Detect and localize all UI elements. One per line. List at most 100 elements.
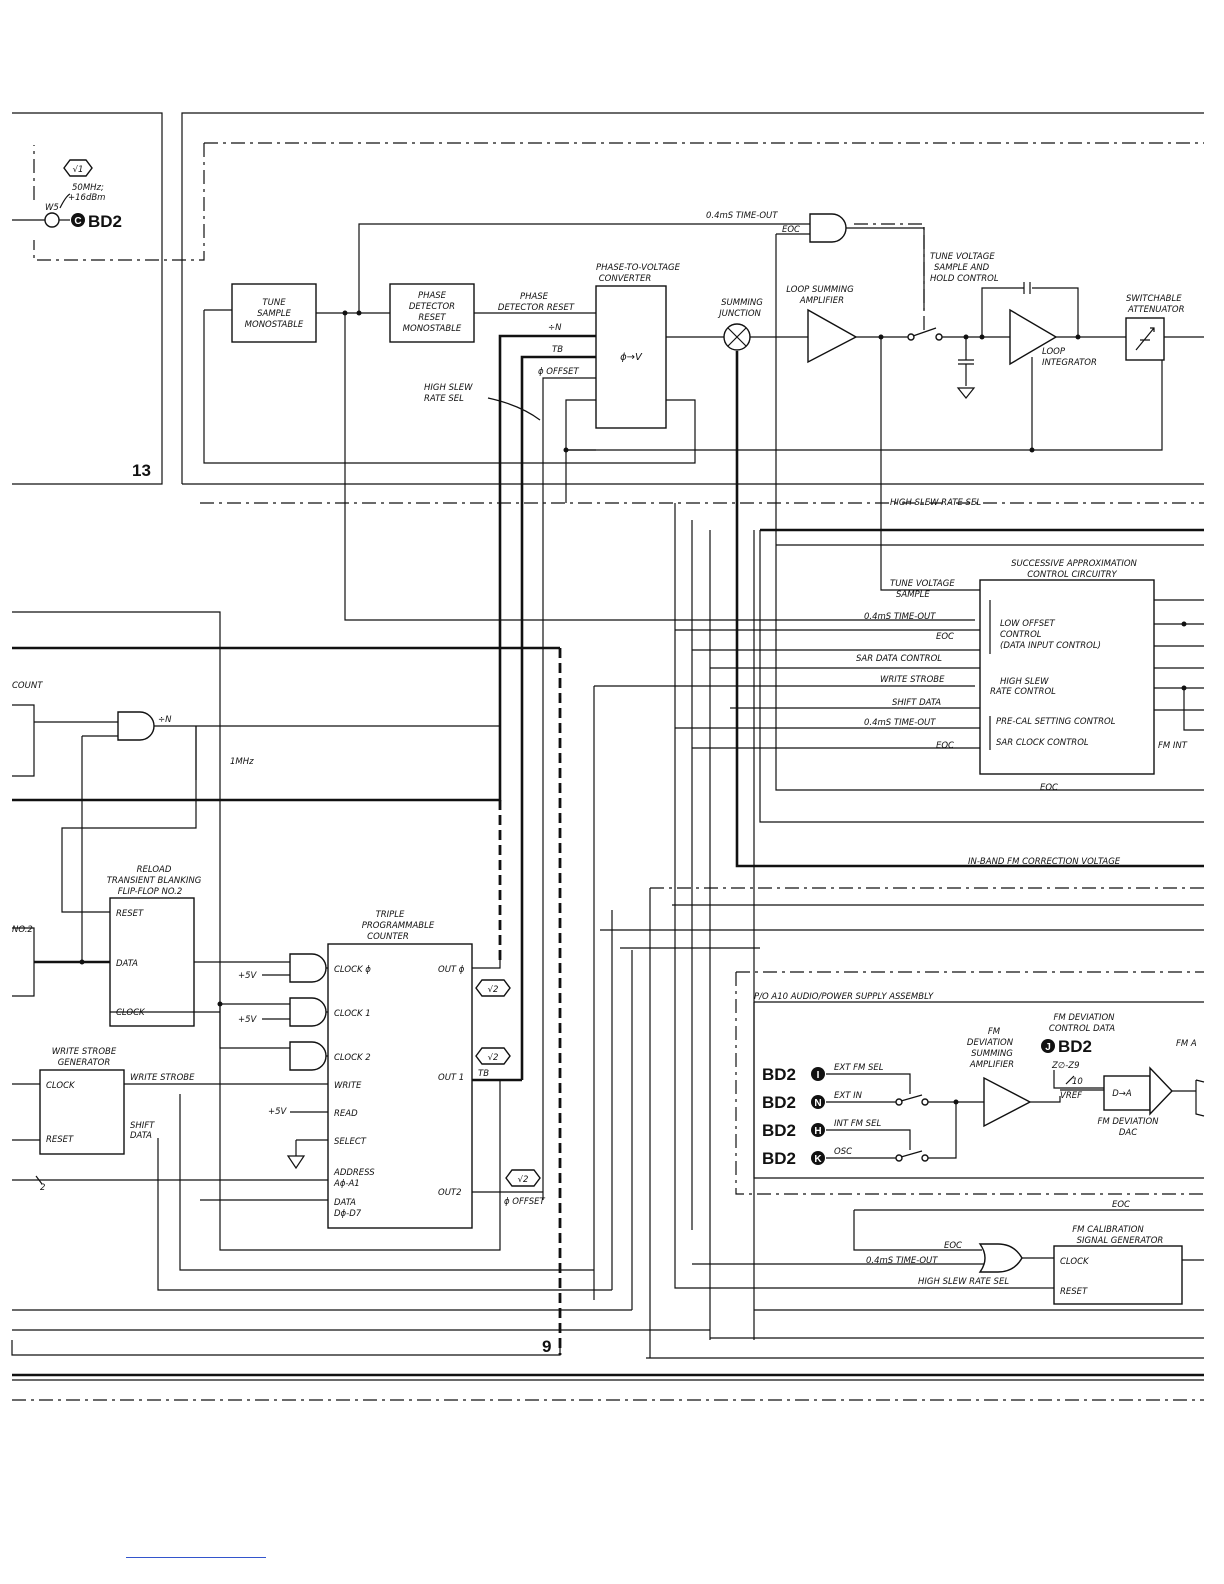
- svg-text:INTEGRATOR: INTEGRATOR: [1042, 358, 1097, 368]
- svg-text:SELECT: SELECT: [334, 1137, 367, 1147]
- svg-text:Dϕ-D7: Dϕ-D7: [334, 1209, 362, 1219]
- svg-text:RESET: RESET: [1060, 1287, 1088, 1297]
- fm-a-label: FM A: [1176, 1039, 1197, 1049]
- fm-calibration-signal-generator: [1053, 1245, 1183, 1305]
- bd2-n-group: BD2 N: [762, 1093, 825, 1112]
- bd2-h-group: BD2 H: [762, 1121, 825, 1140]
- fm-deviation-summing-amplifier: [983, 1076, 1032, 1128]
- svg-text:FM DEVIATION: FM DEVIATION: [1053, 1013, 1115, 1023]
- svg-text:HOLD CONTROL: HOLD CONTROL: [930, 274, 999, 284]
- svg-text:WRITE STROBE: WRITE STROBE: [52, 1047, 117, 1057]
- connector-bd2-c-group: C BD2 W5 50MHz; +16dBm √1: [12, 159, 122, 231]
- svg-text:ATTENUATOR: ATTENUATOR: [1127, 305, 1185, 315]
- osc-label: OSC: [834, 1147, 852, 1157]
- svg-text:FM DEVIATION: FM DEVIATION: [1097, 1117, 1159, 1127]
- svg-text:MONOSTABLE: MONOSTABLE: [403, 324, 462, 334]
- svg-text:FLIP-FLOP NO.2: FLIP-FLOP NO.2: [118, 887, 183, 897]
- svg-text:CONTROL: CONTROL: [1000, 630, 1042, 640]
- svg-text:I: I: [817, 1070, 820, 1081]
- bd2-k-group: BD2 K: [762, 1149, 825, 1168]
- ref-v2c-marker: [505, 1169, 541, 1187]
- tune-sample-monostable: [231, 283, 317, 343]
- phi-offset-out-label: ϕ OFFSET: [504, 1197, 546, 1207]
- svg-text:TUNE VOLTAGE: TUNE VOLTAGE: [890, 579, 955, 589]
- sheet-number-9: 9: [542, 1337, 551, 1356]
- svg-text:DAC: DAC: [1119, 1128, 1137, 1138]
- svg-text:CONVERTER: CONVERTER: [599, 274, 652, 284]
- svg-text:AMPLIFIER: AMPLIFIER: [799, 296, 844, 306]
- tb-input-label: TB: [552, 345, 563, 355]
- eoc-sar-1: EOC: [936, 632, 954, 642]
- timeout-and-gate: [809, 213, 847, 243]
- plus5v-1: +5V: [238, 971, 258, 981]
- svg-text:(DATA INPUT CONTROL): (DATA INPUT CONTROL): [1000, 641, 1101, 651]
- svg-text:BD2: BD2: [762, 1065, 796, 1084]
- ref-v2b-marker: [475, 1047, 511, 1065]
- svg-text:COUNTER: COUNTER: [367, 932, 409, 942]
- div-n-input-label: ÷N: [548, 323, 562, 333]
- svg-text:RESET: RESET: [418, 313, 446, 323]
- svg-text:PHASE-TO-VOLTAGE: PHASE-TO-VOLTAGE: [596, 263, 681, 273]
- svg-text:AMPLIFIER: AMPLIFIER: [969, 1060, 1014, 1070]
- high-slew-rate-sel-low: HIGH SLEW RATE SEL: [918, 1277, 1009, 1287]
- svg-text:TUNE VOLTAGE: TUNE VOLTAGE: [930, 252, 995, 262]
- svg-text:CLOCK 2: CLOCK 2: [334, 1053, 371, 1063]
- ref-v2a-label: √2: [488, 985, 499, 995]
- plus5v-3: +5V: [268, 1107, 288, 1117]
- svg-text:TRANSIENT BLANKING: TRANSIENT BLANKING: [107, 876, 202, 886]
- w5-label: W5: [45, 203, 59, 213]
- svg-text:RELOAD: RELOAD: [137, 865, 172, 875]
- svg-text:WRITE: WRITE: [334, 1081, 362, 1091]
- svg-text:PHASE: PHASE: [418, 291, 447, 301]
- timeout-sar-2: 0.4mS TIME-OUT: [864, 718, 936, 728]
- fm-cal-or-gate: [978, 1243, 1023, 1273]
- pio-assembly-title: P/O A10 AUDIO/POWER SUPPLY ASSEMBLY: [754, 992, 934, 1002]
- fifty-mhz-line1: 50MHz;: [72, 183, 104, 193]
- shift-data-sar: SHIFT DATA: [892, 698, 941, 708]
- footer-link-underline[interactable]: [126, 1557, 266, 1558]
- svg-text:SAR CLOCK CONTROL: SAR CLOCK CONTROL: [996, 738, 1089, 748]
- bd2-i-group: BD2 I: [762, 1065, 825, 1084]
- fm-int-label: FM INT: [1158, 741, 1188, 751]
- svg-text:OUT ϕ: OUT ϕ: [438, 965, 465, 975]
- svg-text:CONTROL DATA: CONTROL DATA: [1049, 1024, 1115, 1034]
- and-gate-clock2: [289, 1041, 327, 1071]
- svg-text:SUMMING: SUMMING: [971, 1049, 1013, 1059]
- high-slew-rate-sel-bus: HIGH SLEW RATE SEL: [890, 498, 981, 508]
- eoc-cal-gate: EOC: [944, 1241, 962, 1251]
- eoc-bus-label: EOC: [1040, 783, 1058, 793]
- phase-to-voltage-converter: [595, 285, 667, 429]
- write-strobe-gen-label: WRITE STROBE: [130, 1073, 195, 1083]
- w5-jack: [44, 212, 60, 228]
- ref-v1-label: √1: [73, 165, 84, 175]
- loop-summing-amplifier: [807, 308, 858, 364]
- bd2-c-label: BD2: [88, 212, 122, 231]
- svg-text:SIGNAL GENERATOR: SIGNAL GENERATOR: [1077, 1236, 1164, 1246]
- fm-deviation-dac: [1103, 1075, 1151, 1111]
- svg-text:PROGRAMMABLE: PROGRAMMABLE: [362, 921, 435, 931]
- svg-text:LOW OFFSET: LOW OFFSET: [1000, 619, 1056, 629]
- svg-text:DETECTOR: DETECTOR: [409, 302, 455, 312]
- fifty-mhz-line2: +16dBm: [68, 193, 105, 203]
- svg-text:FM: FM: [988, 1027, 1001, 1037]
- timeout-label-top: 0.4mS TIME-OUT: [706, 211, 778, 221]
- svg-text:FM CALIBRATION: FM CALIBRATION: [1072, 1225, 1144, 1235]
- svg-text:DATA: DATA: [116, 959, 138, 969]
- plus5v-2: +5V: [238, 1015, 258, 1025]
- phase-detector-reset-label-2: DETECTOR RESET: [498, 303, 575, 313]
- ext-in-label: EXT IN: [834, 1091, 863, 1101]
- svg-text:READ: READ: [334, 1109, 358, 1119]
- write-strobe-sar: WRITE STROBE: [880, 675, 945, 685]
- svg-text:CLOCK: CLOCK: [46, 1081, 76, 1091]
- svg-text:CLOCK: CLOCK: [116, 1008, 146, 1018]
- svg-text:MONOSTABLE: MONOSTABLE: [245, 320, 304, 330]
- svg-text:CLOCK ϕ: CLOCK ϕ: [334, 965, 371, 975]
- timeout-sar-1: 0.4mS TIME-OUT: [864, 612, 936, 622]
- write-strobe-generator: [39, 1069, 125, 1155]
- svg-text:N: N: [814, 1098, 821, 1109]
- ref-v2b-label: √2: [488, 1053, 499, 1063]
- connector-c-marker: [71, 213, 85, 227]
- svg-text:BD2: BD2: [762, 1121, 796, 1140]
- loop-integrator: [1009, 308, 1058, 366]
